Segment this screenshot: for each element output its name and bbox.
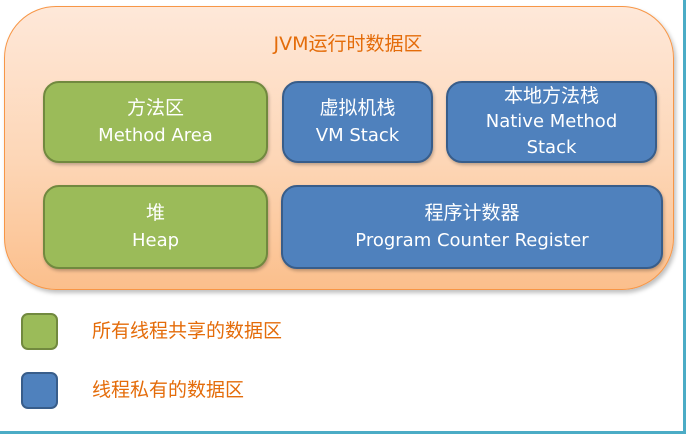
native-method-stack-cn-label: 本地方法栈	[503, 85, 599, 107]
heap-en-label: Heap	[131, 230, 180, 251]
legend-swatch-private	[21, 372, 58, 409]
vm-stack-en-label: VM Stack	[315, 125, 400, 146]
program-counter-box: 程序计数器 Program Counter Register	[281, 185, 663, 269]
diagram-title: JVM运行时数据区	[273, 33, 423, 55]
frame-border-right	[683, 0, 686, 434]
heap-box: 堆 Heap	[43, 185, 268, 269]
native-method-stack-en-label-line1: Native Method	[485, 111, 618, 132]
vm-stack-cn-label: 虚拟机栈	[319, 97, 396, 119]
legend-label-private: 线程私有的数据区	[92, 379, 245, 401]
vm-stack-box: 虚拟机栈 VM Stack	[282, 81, 433, 163]
native-method-stack-en-label-line2: Stack	[526, 137, 577, 158]
program-counter-cn-label: 程序计数器	[424, 202, 520, 224]
method-area-box: 方法区 Method Area	[43, 81, 268, 163]
legend-label-shared: 所有线程共享的数据区	[92, 320, 283, 342]
program-counter-en-label: Program Counter Register	[355, 230, 589, 251]
legend-swatch-shared	[21, 313, 58, 350]
heap-cn-label: 堆	[145, 202, 165, 224]
method-area-cn-label: 方法区	[126, 97, 184, 119]
native-method-stack-box: 本地方法栈 Native Method Stack	[446, 81, 657, 163]
frame-border-bottom	[0, 431, 686, 434]
method-area-en-label: Method Area	[98, 125, 213, 146]
